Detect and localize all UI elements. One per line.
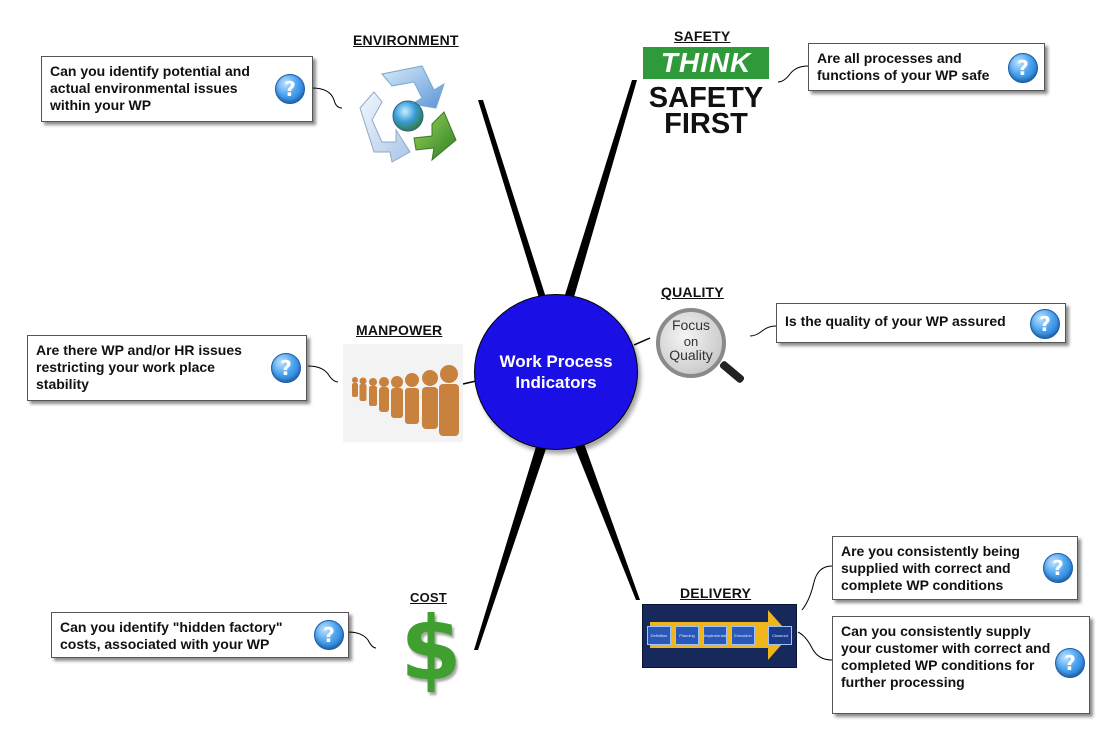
- cost-question-box[interactable]: Can you identify "hidden factory" costs,…: [51, 612, 349, 658]
- delivery-question-2: Can you consistently supply your custome…: [841, 623, 1055, 691]
- connector-safety: [778, 66, 808, 82]
- spoke-quality: [634, 338, 650, 345]
- environment-heading: ENVIRONMENT: [353, 32, 459, 48]
- dollar-icon: $: [394, 604, 468, 694]
- safety-heading: SAFETY: [674, 28, 730, 44]
- manpower-question: Are there WP and/or HR issues restrictin…: [36, 342, 268, 393]
- delivery-question-box-1[interactable]: Are you consistently being supplied with…: [832, 536, 1078, 600]
- delivery-step: Definition: [647, 626, 671, 645]
- delivery-question-box-2[interactable]: Can you consistently supply your custome…: [832, 616, 1090, 714]
- think-banner: THINK: [643, 47, 769, 79]
- recycle-icon: [352, 56, 462, 166]
- spoke-delivery: [572, 432, 640, 600]
- lens-text-3: Quality: [656, 348, 726, 363]
- spoke-cost: [474, 440, 547, 650]
- delivery-step: Execution: [731, 626, 755, 645]
- help-icon[interactable]: ?: [1055, 648, 1085, 678]
- center-label: Work Process Indicators: [486, 351, 626, 393]
- connector-environment: [312, 88, 342, 108]
- manpower-heading: MANPOWER: [356, 322, 442, 338]
- help-icon[interactable]: ?: [271, 353, 301, 383]
- connector-delivery-2: [798, 632, 832, 660]
- quality-heading: QUALITY: [661, 284, 724, 300]
- environment-question: Can you identify potential and actual en…: [50, 63, 270, 114]
- safety-question-box[interactable]: Are all processes and functions of your …: [808, 43, 1045, 91]
- connector-delivery-1: [802, 566, 832, 610]
- manpower-question-box[interactable]: Are there WP and/or HR issues restrictin…: [27, 335, 307, 401]
- help-icon[interactable]: ?: [314, 620, 344, 650]
- connector-quality: [750, 326, 776, 336]
- spoke-safety: [564, 80, 637, 304]
- spoke-environment: [478, 100, 548, 304]
- people-row-image: [343, 344, 463, 442]
- help-icon[interactable]: ?: [1008, 53, 1038, 83]
- help-icon[interactable]: ?: [1030, 309, 1060, 339]
- center-node[interactable]: Work Process Indicators: [474, 294, 638, 450]
- safety-question: Are all processes and functions of your …: [817, 50, 1007, 84]
- lens-text-1: Focus: [656, 318, 726, 333]
- quality-question: Is the quality of your WP assured: [785, 310, 1035, 330]
- help-icon[interactable]: ?: [275, 74, 305, 104]
- cost-question: Can you identify "hidden factory" costs,…: [60, 619, 310, 653]
- environment-question-box[interactable]: Can you identify potential and actual en…: [41, 56, 313, 122]
- delivery-step: Implementation: [703, 626, 727, 645]
- delivery-question-1: Are you consistently being supplied with…: [841, 543, 1041, 594]
- delivery-heading: DELIVERY: [680, 585, 751, 601]
- help-icon[interactable]: ?: [1043, 553, 1073, 583]
- connector-cost: [348, 632, 376, 648]
- delivery-step: Planning: [675, 626, 699, 645]
- safety-poster-line2: FIRST: [643, 108, 769, 140]
- connector-manpower: [308, 366, 338, 382]
- delivery-step: Closeout: [768, 626, 792, 645]
- quality-question-box[interactable]: Is the quality of your WP assured ?: [776, 303, 1066, 343]
